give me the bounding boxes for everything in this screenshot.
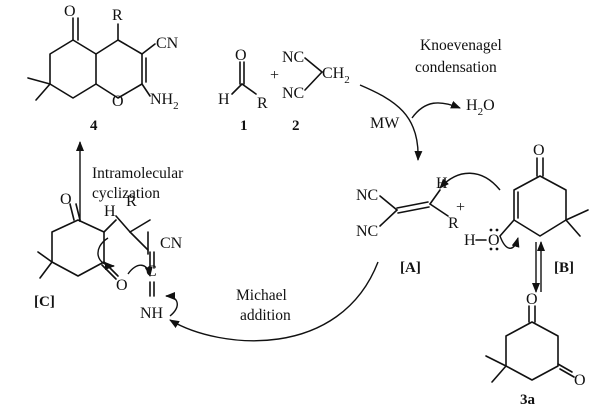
intermediate-c-r-group: R — [126, 193, 137, 210]
intermediate-b-structure — [499, 157, 589, 237]
intermediate-c-carbon: C — [146, 263, 157, 280]
c-internal-arrow-1 — [97, 237, 115, 270]
intermediate-c-structure — [37, 203, 155, 280]
intermediate-a-r-group: R — [448, 215, 459, 232]
dimedone-oxygen-top: O — [526, 291, 538, 308]
intermediate-a-label: [A] — [400, 260, 421, 276]
product-4-oxo-atom: O — [64, 3, 76, 20]
aldehyde-1-hydrogen: H — [218, 91, 230, 108]
reagent-1-number: 1 — [240, 118, 248, 134]
intermediate-a-hydrogen: H — [436, 175, 448, 192]
reagent-2-number: 2 — [292, 118, 300, 134]
intermediate-c-label: [C] — [34, 294, 55, 310]
intermediate-a-nc-bottom: NC — [356, 223, 378, 240]
cyclization-label-line2: cyclization — [92, 185, 160, 202]
malononitrile-nc-bottom: NC — [282, 85, 304, 102]
product-4-nh2-group: NH2 — [150, 91, 179, 112]
aldehyde-1-r-group: R — [257, 95, 268, 112]
dimedone-oxygen-bottom: O — [574, 372, 586, 389]
knoevenagel-label-line1: Knoevenagel — [420, 37, 502, 54]
intermediate-c-oxygen-mid: O — [116, 277, 128, 294]
aldehyde-1-oxygen: O — [235, 47, 247, 64]
aldehyde-1-structure — [231, 61, 257, 95]
enol-pushing-arrow — [499, 235, 520, 249]
malononitrile-2-structure — [304, 57, 323, 91]
malononitrile-nc-top: NC — [282, 49, 304, 66]
malononitrile-ch2: CH2 — [322, 65, 350, 86]
product-4-ring-oxygen: O — [112, 93, 124, 110]
nucleophilic-attack-arrow — [439, 172, 501, 191]
intermediate-b-label: [B] — [554, 260, 574, 276]
michael-addition-arrow — [169, 261, 379, 342]
intermediate-a-structure — [379, 189, 449, 227]
microwave-label: MW — [370, 115, 400, 132]
water-byproduct: H2O — [466, 97, 495, 118]
intermediate-b-hydroxyl-o: O — [488, 232, 500, 249]
intermediate-c-oxygen-top: O — [60, 191, 72, 208]
intermediate-b-hydroxyl-h: H — [464, 232, 476, 249]
product-4-structure — [27, 17, 156, 101]
dimedone-3a-structure — [485, 305, 575, 383]
c-internal-arrow-2 — [127, 264, 153, 277]
product-4-number: 4 — [90, 118, 98, 134]
plus-sign-a-b: + — [456, 199, 465, 216]
c-internal-arrow-3 — [165, 292, 178, 317]
intermediate-c-cn-group: CN — [160, 235, 183, 252]
product-4-cn-group: CN — [156, 35, 179, 52]
michael-label-line1: Michael — [236, 287, 287, 304]
plus-sign-reagents: + — [270, 67, 279, 84]
intermediate-b-carbonyl-oxygen: O — [533, 142, 545, 159]
knoevenagel-label-line2: condensation — [415, 59, 497, 76]
water-loss-arrow — [411, 100, 461, 119]
knoevenagel-arrow — [359, 84, 423, 161]
michael-label-line2: addition — [240, 307, 291, 324]
product-4-r-group: R — [112, 7, 123, 24]
cyclization-label-line1: Intramolecular — [92, 165, 184, 182]
intermediate-c-hydrogen: H — [104, 203, 116, 220]
intermediate-c-nh-group: NH — [140, 305, 164, 322]
compound-3a-number: 3a — [520, 392, 536, 408]
intermediate-a-nc-top: NC — [356, 187, 378, 204]
